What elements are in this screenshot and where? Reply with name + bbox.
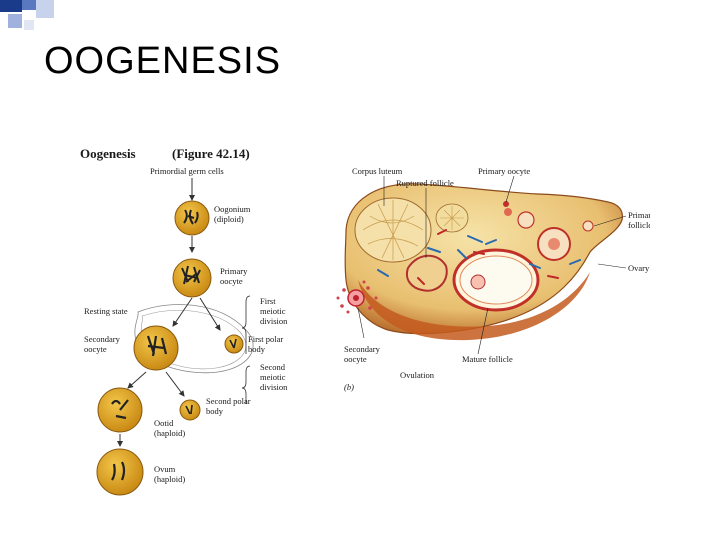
label-first-polar-2: body xyxy=(248,344,266,354)
label-ootid: Ootid xyxy=(154,418,174,428)
label-panel-tag: (b) xyxy=(344,382,354,392)
figure-reference: (Figure 42.14) xyxy=(172,146,250,161)
label-ootid-ploidy: (haploid) xyxy=(154,428,185,438)
oogenesis-figure: Oogenesis (Figure 42.14) Primordial germ… xyxy=(80,146,650,496)
corner-decoration xyxy=(0,0,54,30)
label-ovum-ploidy: (haploid) xyxy=(154,474,185,484)
oogenesis-flow-panel: Oogenesis (Figure 42.14) Primordial germ… xyxy=(80,146,288,496)
label-second-meiotic-3: division xyxy=(260,382,288,392)
label-first-meiotic-3: division xyxy=(260,316,288,326)
primary-oocyte-mark xyxy=(503,201,509,207)
label-oogonium-ploidy: (diploid) xyxy=(214,214,244,224)
label-primary-follicle-1: Primary xyxy=(628,210,650,220)
label-primary-follicle-2: follicle xyxy=(628,220,650,230)
first-polar-body-cell xyxy=(224,334,244,354)
label-second-polar-2: body xyxy=(206,406,224,416)
label-secondary-oocyte-1: Secondary xyxy=(84,334,121,344)
label-secondary-oocyte-1: Secondary xyxy=(344,344,381,354)
ovum-cell xyxy=(96,448,144,496)
label-secondary-oocyte-2: oocyte xyxy=(84,344,107,354)
label-ovary: Ovary xyxy=(628,263,650,273)
ovary-cross-section: Corpus luteum Ruptured follicle Primary … xyxy=(336,166,650,392)
label-mature-follicle: Mature follicle xyxy=(462,354,513,364)
second-polar-body-cell xyxy=(179,399,201,421)
label-primordial: Primordial germ cells xyxy=(150,166,224,176)
label-primary-oocyte-1: Primary xyxy=(220,266,248,276)
label-primary-oocyte: Primary oocyte xyxy=(478,166,530,176)
ovulating-secondary-oocyte xyxy=(336,280,378,314)
label-second-meiotic-1: Second xyxy=(260,362,286,372)
label-ruptured-follicle: Ruptured follicle xyxy=(396,178,454,188)
label-second-polar-1: Second polar xyxy=(206,396,251,406)
label-first-meiotic-1: First xyxy=(260,296,276,306)
label-ovulation: Ovulation xyxy=(400,370,435,380)
label-second-meiotic-2: meiotic xyxy=(260,372,286,382)
label-first-meiotic-2: meiotic xyxy=(260,306,286,316)
slide-title: OOGENESIS xyxy=(44,40,282,82)
label-corpus-luteum: Corpus luteum xyxy=(352,166,403,176)
label-first-polar-1: First polar xyxy=(248,334,283,344)
panel-heading: Oogenesis xyxy=(80,146,136,161)
label-resting-state: Resting state xyxy=(84,306,128,316)
ruptured-follicle xyxy=(406,254,448,292)
label-ovum: Ovum xyxy=(154,464,176,474)
label-primary-oocyte-2: oocyte xyxy=(220,276,243,286)
label-secondary-oocyte-2: oocyte xyxy=(344,354,367,364)
label-oogonium: Oogonium xyxy=(214,204,251,214)
